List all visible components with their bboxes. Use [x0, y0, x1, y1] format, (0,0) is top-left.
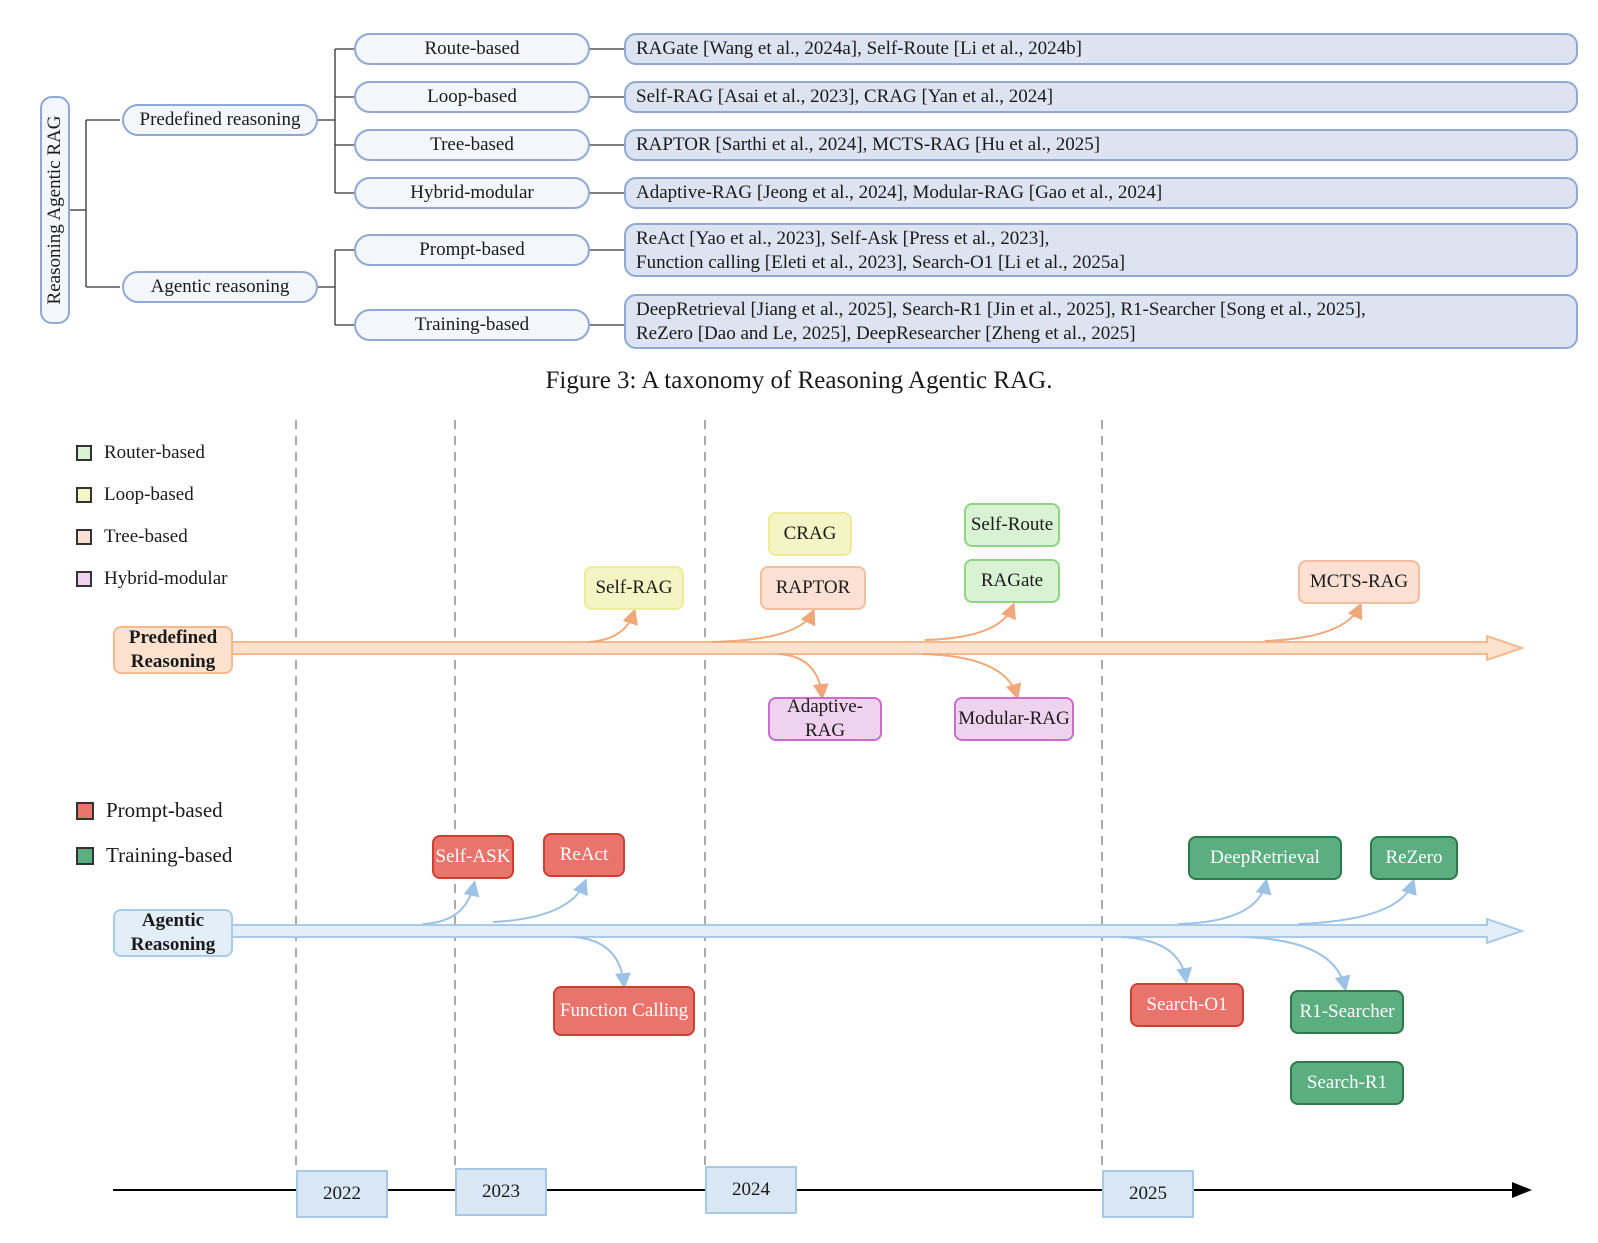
branch-agentic-reasoning: Agentic reasoning: [122, 271, 318, 303]
ref-line: DeepRetrieval [Jiang et al., 2025], Sear…: [636, 299, 1366, 320]
legend-item-training-based: Training-based: [76, 833, 232, 878]
taxonomy-connectors: [70, 48, 624, 326]
year-2022: 2022: [296, 1170, 388, 1218]
year-2025: 2025: [1102, 1170, 1194, 1218]
legend-label: Tree-based: [104, 526, 188, 547]
node-deepretrieval: DeepRetrieval: [1188, 836, 1342, 880]
node-rezero: ReZero: [1370, 836, 1458, 880]
legend-item-tree-based: Tree-based: [76, 516, 227, 558]
category-tree-based: Tree-based: [354, 129, 590, 161]
node-r1-searcher: R1-Searcher: [1290, 990, 1404, 1034]
legend-swatch: [76, 801, 94, 820]
node-crag: CRAG: [768, 512, 852, 556]
node-self-route: Self-Route: [964, 503, 1060, 547]
year-2024: 2024: [705, 1166, 797, 1214]
node-raptor: RAPTOR: [760, 566, 866, 610]
legend-swatch: [76, 487, 92, 503]
category-loop-based: Loop-based: [354, 81, 590, 113]
refs-training-based: DeepRetrieval [Jiang et al., 2025], Sear…: [624, 294, 1578, 349]
legend-swatch: [76, 846, 94, 865]
node-ragate: RAGate: [964, 559, 1060, 603]
ref-line: RAGate [Wang et al., 2024a], Self-Route …: [636, 38, 1082, 59]
refs-hybrid-modular: Adaptive-RAG [Jeong et al., 2024], Modul…: [624, 177, 1578, 209]
ref-line: Self-RAG [Asai et al., 2023], CRAG [Yan …: [636, 86, 1054, 107]
legend-predefined: Router-based Loop-based Tree-based Hybri…: [76, 432, 227, 600]
ref-line: ReZero [Dao and Le, 2025], DeepResearche…: [636, 323, 1136, 344]
legend-swatch: [76, 571, 92, 587]
legend-item-prompt-based: Prompt-based: [76, 788, 232, 833]
category-hybrid-modular: Hybrid-modular: [354, 177, 590, 209]
ref-line: Adaptive-RAG [Jeong et al., 2024], Modul…: [636, 182, 1163, 203]
node-function-calling: Function Calling: [553, 986, 695, 1036]
legend-swatch: [76, 529, 92, 545]
node-self-rag: Self-RAG: [584, 566, 684, 610]
legend-item-loop-based: Loop-based: [76, 474, 227, 516]
node-search-r1: Search-R1: [1290, 1061, 1404, 1105]
legend-label: Loop-based: [104, 484, 194, 505]
ref-line: Function calling [Eleti et al., 2023], S…: [636, 252, 1126, 273]
ref-line: RAPTOR [Sarthi et al., 2024], MCTS-RAG […: [636, 134, 1101, 155]
refs-prompt-based: ReAct [Yao et al., 2023], Self-Ask [Pres…: [624, 223, 1578, 277]
legend-swatch: [76, 445, 92, 461]
legend-item-hybrid-modular: Hybrid-modular: [76, 558, 227, 600]
legend-label: Prompt-based: [106, 798, 223, 822]
ref-line: ReAct [Yao et al., 2023], Self-Ask [Pres…: [636, 228, 1050, 249]
refs-tree-based: RAPTOR [Sarthi et al., 2024], MCTS-RAG […: [624, 129, 1578, 161]
legend-label: Router-based: [104, 442, 205, 463]
category-training-based: Training-based: [354, 309, 590, 341]
node-adaptive-rag: Adaptive-RAG: [768, 696, 882, 741]
branch-predefined-reasoning: Predefined reasoning: [122, 104, 318, 136]
taxonomy-root: Reasoning Agentic RAG: [40, 96, 70, 324]
node-self-ask: Self-ASK: [432, 835, 514, 879]
legend-label: Training-based: [106, 843, 233, 867]
legend-label: Hybrid-modular: [104, 568, 228, 589]
node-mcts-rag: MCTS-RAG: [1298, 560, 1420, 604]
figure-caption: Figure 3: A taxonomy of Reasoning Agenti…: [545, 367, 1053, 394]
year-2023: 2023: [455, 1168, 547, 1216]
track-label-agentic: Agentic Reasoning: [113, 909, 233, 957]
refs-route-based: RAGate [Wang et al., 2024a], Self-Route …: [624, 33, 1578, 65]
legend-item-router-based: Router-based: [76, 432, 227, 474]
category-prompt-based: Prompt-based: [354, 234, 590, 266]
refs-loop-based: Self-RAG [Asai et al., 2023], CRAG [Yan …: [624, 81, 1578, 113]
node-search-o1: Search-O1: [1130, 983, 1244, 1027]
node-react: ReAct: [543, 833, 625, 877]
category-route-based: Route-based: [354, 33, 590, 65]
legend-agentic: Prompt-based Training-based: [76, 788, 232, 878]
node-modular-rag: Modular-RAG: [954, 697, 1074, 741]
track-label-predefined: Predefined Reasoning: [113, 626, 233, 674]
